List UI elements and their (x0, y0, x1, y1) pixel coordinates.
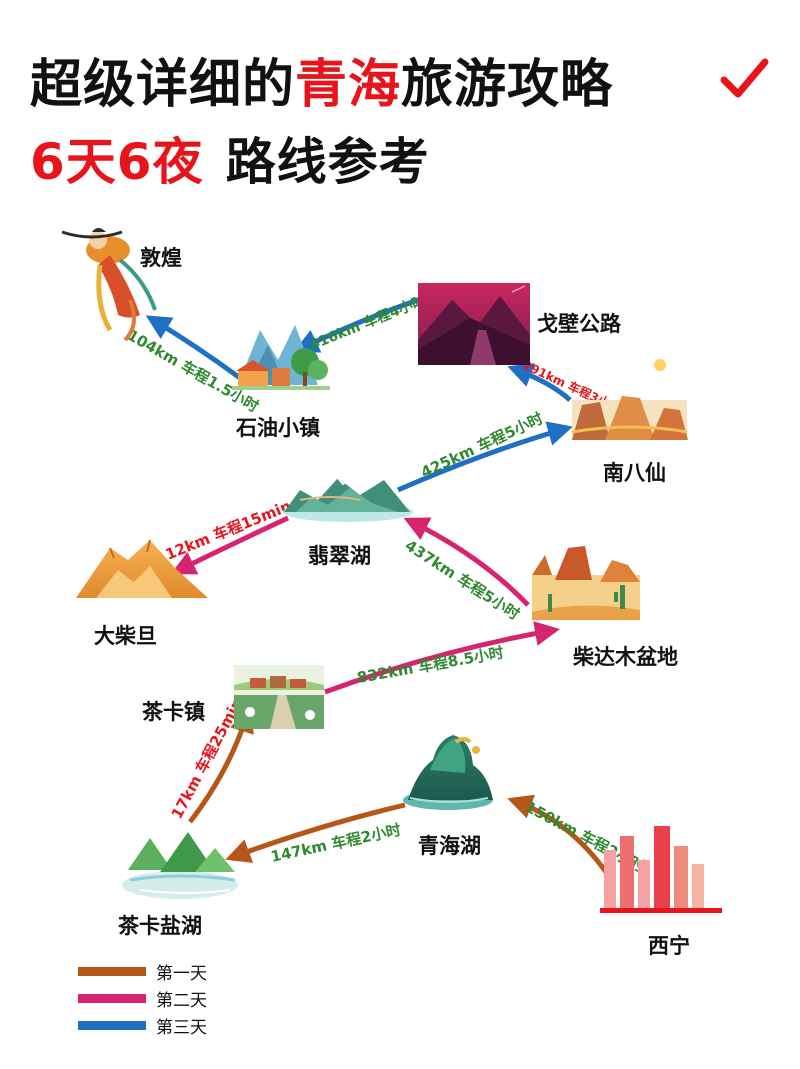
dachaidan-mountain-icon (76, 539, 208, 598)
place-label-dunhuang: 敦煌 (140, 246, 182, 270)
place-label-qaidam-basin: 柴达木盆地 (573, 645, 678, 669)
title-line-2: 6天6夜路线参考 (30, 122, 430, 194)
route-label-feicui-dachaidan: 12km 车程15min (163, 497, 294, 564)
legend-item-day2: 第二天 (78, 985, 207, 1012)
place-label-shiyou-town: 石油小镇 (236, 416, 320, 440)
route-gobi-shiyou (293, 297, 419, 353)
place-label-chaka-town: 茶卡镇 (142, 700, 205, 724)
route-label-gobi-shiyou: 416km 车程4小时 (307, 292, 428, 354)
title-line-1: 超级详细的青海旅游攻略 (30, 42, 613, 117)
route-qaidam-feicui (403, 517, 530, 607)
legend-swatch-day1 (78, 967, 146, 976)
legend-label-day3: 第三天 (156, 1018, 207, 1038)
route-xining-qinghailake (507, 794, 611, 877)
legend-swatch-day2 (78, 994, 146, 1003)
place-label-qinghai-lake: 青海湖 (418, 834, 481, 858)
legend-label-day1: 第一天 (156, 964, 207, 984)
place-label-nanbaxian: 南八仙 (603, 461, 666, 485)
route-chakatown-qaidam (324, 621, 560, 695)
route-feicui-nanbaxian (397, 421, 573, 493)
place-label-dachaidan: 大柴旦 (94, 624, 157, 648)
route-label-chakatown-qaidam: 832km 车程8.5小时 (356, 643, 506, 687)
place-label-xining: 西宁 (648, 934, 690, 958)
dunhuang-apsara-icon (61, 228, 157, 342)
place-label-feicui-lake: 翡翠湖 (308, 544, 371, 568)
title-days: 6天6夜 (30, 133, 204, 191)
legend-swatch-day3 (78, 1021, 146, 1030)
check-mark-icon (720, 58, 769, 98)
route-label-qinghailake-saltlake: 147km 车程2小时 (269, 821, 402, 866)
route-shiyou-dunhuang (145, 315, 242, 381)
title-part-2: 旅游攻略 (401, 55, 614, 115)
chaka-town-icon (234, 665, 324, 729)
shiyou-town-icon (232, 325, 330, 390)
feicui-lake-icon (283, 477, 413, 522)
route-nanbaxian-gobi (507, 363, 572, 402)
legend-label-day2: 第二天 (156, 991, 207, 1011)
title-highlight-qinghai: 青海 (295, 55, 402, 115)
place-label-gobi-road: 戈壁公路 (537, 312, 621, 336)
qaidam-desert-icon (532, 546, 640, 620)
day-legend: 第一天 第二天 第三天 (78, 958, 207, 1039)
xining-skyline-icon (600, 826, 722, 913)
chaka-salt-lake-icon (122, 832, 238, 899)
route-label-feicui-nanbaxian: 425km 车程5小时 (418, 409, 546, 481)
nanbaxian-yardang-icon (571, 359, 688, 440)
route-feicui-dachaidan (170, 515, 290, 575)
place-label-chaka-salt-lake: 茶卡盐湖 (118, 914, 202, 938)
route-qinghailake-saltlake (225, 802, 406, 863)
legend-item-day1: 第一天 (78, 958, 207, 985)
legend-item-day3: 第三天 (78, 1012, 207, 1039)
title-route-reference: 路线参考 (225, 133, 430, 191)
qinghai-lake-icon (403, 735, 493, 810)
gobi-road-icon (418, 283, 530, 365)
title-part-1: 超级详细的 (30, 55, 296, 115)
